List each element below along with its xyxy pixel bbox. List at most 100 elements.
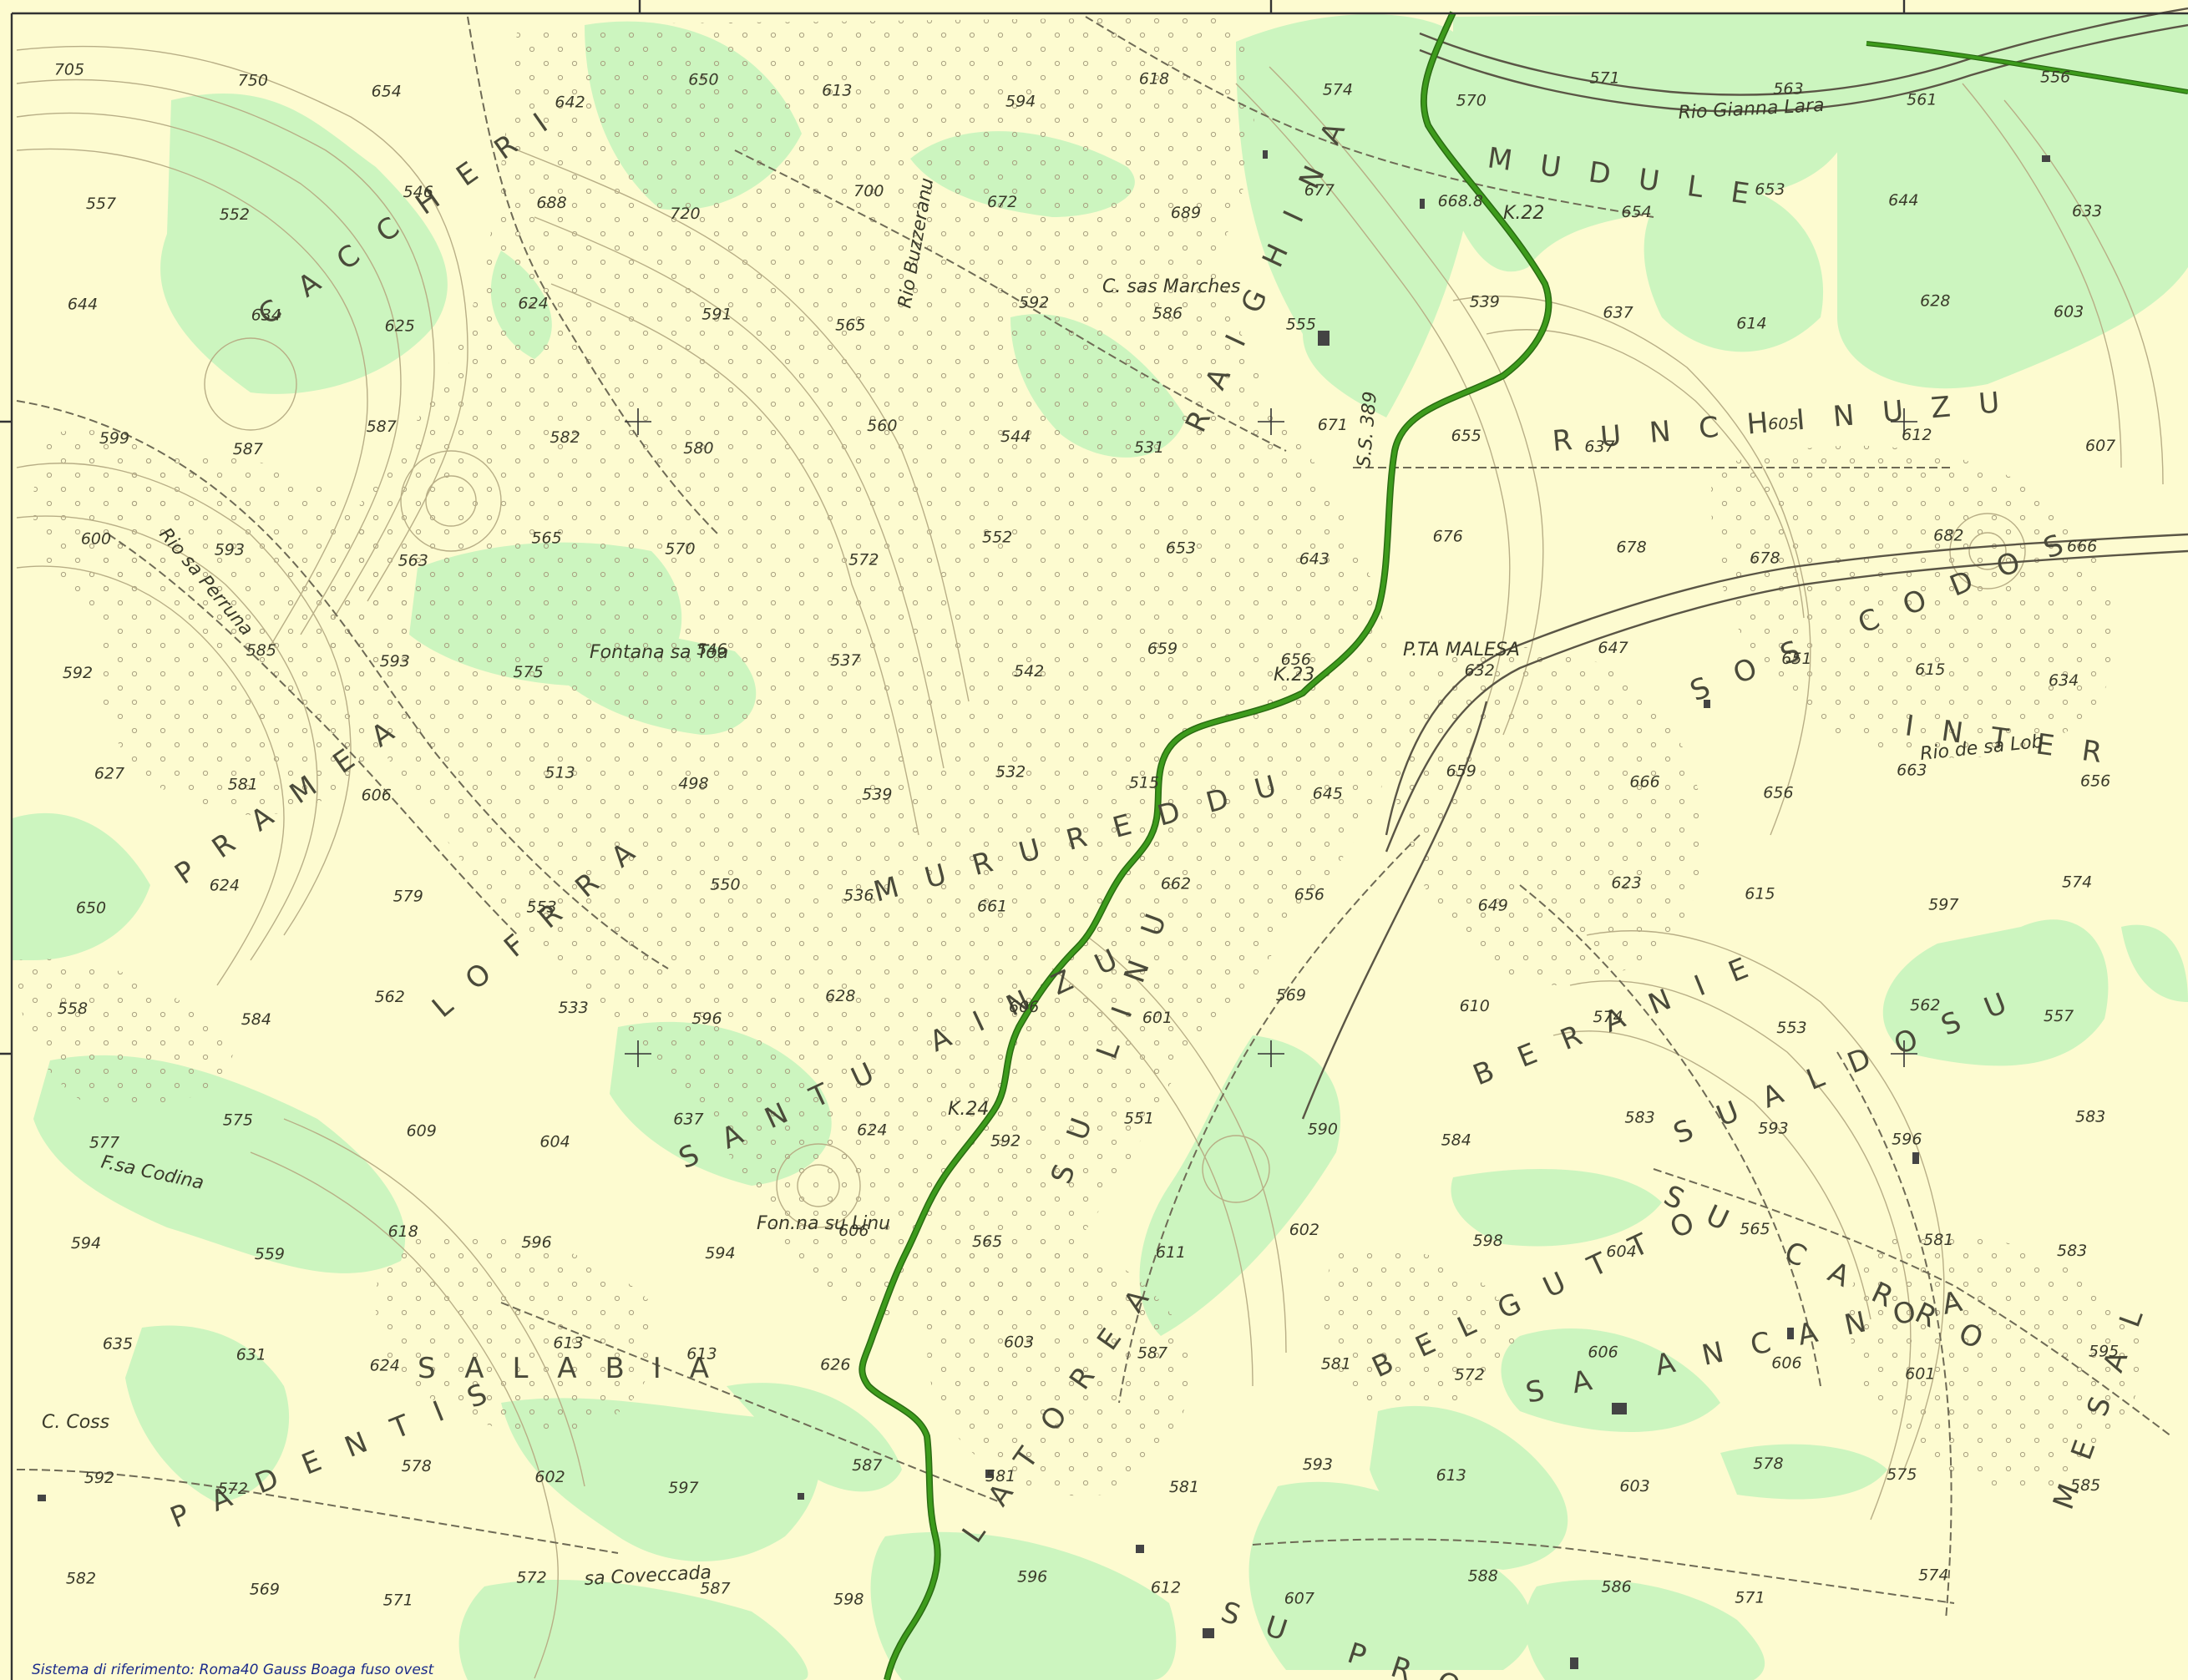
elevation-label: 584 [241, 1010, 271, 1029]
elevation-label: 700 [853, 182, 884, 200]
elevation-label: 655 [1451, 427, 1481, 445]
elevation-label: 593 [380, 652, 410, 670]
elevation-label: 633 [2072, 202, 2102, 220]
secondary-roads [1301, 7, 2188, 1120]
elevation-label: 644 [68, 295, 98, 313]
elevation-label: 656 [1763, 784, 1793, 802]
elevation-label: 650 [688, 70, 718, 89]
elevation-label: 552 [982, 529, 1012, 547]
elevation-label: 596 [691, 1010, 722, 1028]
elevation-label: 672 [987, 193, 1017, 211]
elevation-label: 627 [94, 765, 124, 783]
elevation-label: 551 [1124, 1109, 1154, 1127]
elevation-label: 610 [1460, 997, 1490, 1015]
elevation-label: 561 [1907, 90, 1937, 109]
elevation-label: 720 [670, 205, 700, 223]
elevation-label: 572 [516, 1569, 546, 1587]
place-label: Fon.na su Linu [757, 1213, 890, 1234]
elevation-label: 590 [1308, 1120, 1338, 1138]
elevation-label: 539 [1470, 292, 1500, 311]
elevation-label: 594 [71, 1234, 101, 1252]
place-label: C. Coss [42, 1412, 109, 1433]
elevation-label: 536 [843, 886, 874, 904]
elevation-label: 578 [1753, 1455, 1783, 1473]
elevation-label: 587 [852, 1456, 882, 1475]
place-label: K.22 [1503, 203, 1544, 224]
elevation-label: 565 [835, 316, 865, 334]
elevation-label: 560 [867, 417, 897, 435]
elevation-label: 585 [2070, 1476, 2100, 1495]
elevation-label: 593 [1758, 1119, 1788, 1137]
grid-crosses [625, 408, 1917, 1067]
elevation-label: 656 [1281, 650, 1311, 669]
elevation-label: 562 [1910, 996, 1940, 1015]
tracks [16, 16, 2172, 1621]
elevation-labels: 7057506546426506135946185745705715635615… [54, 60, 2119, 1609]
elevation-label: 563 [1773, 79, 1803, 98]
elevation-label: 571 [383, 1591, 413, 1610]
elevation-label: 607 [2085, 437, 2115, 455]
elevation-label: 661 [977, 897, 1007, 915]
elevation-label: 591 [701, 305, 732, 323]
elevation-label: 682 [1933, 527, 1963, 545]
elevation-label: 594 [705, 1244, 735, 1263]
elevation-label: 613 [822, 81, 852, 99]
elevation-label: 574 [1918, 1566, 1948, 1585]
elevation-label: 662 [1161, 874, 1191, 893]
elevation-label: 571 [1589, 68, 1619, 87]
elevation-label: 634 [251, 306, 281, 324]
elevation-label: 612 [1902, 426, 1932, 444]
elevation-label: 587 [1137, 1344, 1167, 1363]
primary-road-ss389 [858, 11, 2188, 1680]
elevation-label: 580 [683, 439, 713, 458]
elevation-label: 614 [1736, 314, 1766, 332]
elevation-label: 603 [2054, 302, 2084, 321]
elevation-label: 583 [2075, 1107, 2105, 1126]
elevation-label: 552 [220, 205, 250, 224]
elevation-label: 613 [686, 1345, 717, 1364]
elevation-label: 689 [1171, 204, 1201, 222]
elevation-label: 569 [1276, 986, 1306, 1004]
elevation-label: 604 [539, 1132, 570, 1151]
elevation-label: 597 [668, 1479, 698, 1497]
elevation-label: 678 [1750, 549, 1780, 568]
elevation-label: 659 [1446, 762, 1476, 781]
elevation-label: 653 [1166, 539, 1196, 558]
elevation-label: 592 [990, 1131, 1021, 1150]
elevation-label: 557 [2044, 1007, 2074, 1025]
elevation-label: 574 [1323, 80, 1353, 99]
elevation-label: 537 [830, 651, 860, 670]
elevation-label: 581 [228, 776, 258, 794]
elevation-label: 594 [1005, 92, 1036, 110]
elevation-label: 498 [678, 775, 708, 793]
place-label: Fontana sa Toa [590, 642, 728, 663]
pasture-areas [17, 17, 2143, 1496]
elevation-label: 659 [1147, 640, 1178, 658]
elevation-label: 603 [1619, 1477, 1649, 1495]
elevation-label: 643 [1299, 550, 1330, 569]
elevation-label: 631 [236, 1346, 266, 1364]
elevation-label: 688 [536, 194, 566, 212]
elevation-label: 586 [1601, 1578, 1631, 1597]
elevation-label: 653 [1755, 180, 1785, 199]
elevation-label: 668.8 [1438, 192, 1483, 210]
elevation-label: 605 [1768, 415, 1798, 433]
elevation-label: 558 [58, 999, 88, 1018]
elevation-label: 581 [1923, 1231, 1953, 1249]
region-label: SALABIA [418, 1352, 737, 1385]
elevation-label: 676 [1433, 528, 1463, 546]
elevation-label: 570 [665, 540, 695, 559]
elevation-label: 625 [385, 316, 415, 335]
elevation-label: 615 [1915, 660, 1945, 679]
elevation-label: 597 [1928, 895, 1958, 913]
place-label: K.23 [1274, 665, 1314, 686]
elevation-label: 515 [1129, 774, 1159, 792]
elevation-label: 593 [215, 541, 245, 559]
elevation-label: 565 [531, 529, 561, 548]
elevation-label: 656 [1294, 885, 1324, 903]
elevation-label: 600 [81, 530, 111, 549]
elevation-label: 637 [673, 1110, 703, 1128]
elevation-label: 624 [370, 1357, 400, 1375]
elevation-label: 588 [1468, 1567, 1498, 1586]
